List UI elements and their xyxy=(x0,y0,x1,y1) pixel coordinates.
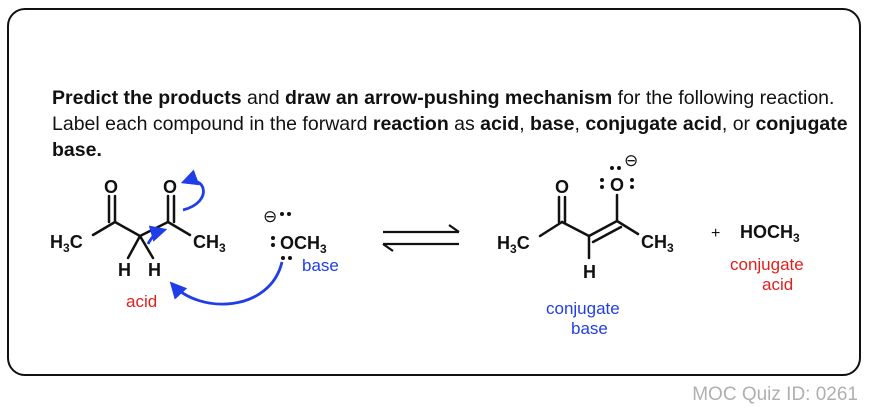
question-bold-segment: base xyxy=(530,113,575,135)
enolate-molecule: O O ⊖ H3C CH3 H conjugate base xyxy=(497,151,674,338)
question-text: Predict the products and draw an arrow-p… xyxy=(52,85,852,163)
methanol-molecule: HOCH3 conjugate acid xyxy=(730,222,804,294)
question-segment: , xyxy=(574,113,586,135)
reactant-hydrogen-2: H xyxy=(148,260,161,280)
enolate-bonds xyxy=(538,193,640,260)
reactant-ch3: CH3 xyxy=(193,232,226,255)
question-bold-segment: conjugate acid xyxy=(585,113,722,135)
question-segment: , xyxy=(519,113,531,135)
question-bold-segment: conjugate base. xyxy=(52,113,848,161)
base-lone-pairs xyxy=(271,212,292,260)
mechanism-arrows xyxy=(146,169,284,306)
conjugate-base-label-line1: conjugate xyxy=(546,299,620,318)
enolate-oxygen-2: O xyxy=(610,175,624,195)
reactant-molecule: O O H3C CH3 H H acid xyxy=(50,177,226,311)
base-charge: ⊖ xyxy=(263,207,277,226)
enolate-hydrogen: H xyxy=(583,262,596,282)
question-segment: and xyxy=(241,87,285,109)
base-molecule: ⊖ OCH3 base xyxy=(263,207,339,275)
reactant-oxygen-1: O xyxy=(104,177,118,197)
question-bold-segment: acid xyxy=(480,113,520,135)
conjugate-base-label-line2: base xyxy=(571,319,608,338)
enolate-ch3: CH3 xyxy=(641,232,674,255)
equilibrium-arrow xyxy=(382,224,460,252)
question-bold-segment: reaction xyxy=(372,113,449,135)
enolate-h3c: H3C xyxy=(497,233,530,256)
enolate-charge: ⊖ xyxy=(624,151,638,170)
conjugate-acid-label-line1: conjugate xyxy=(730,255,804,274)
question-bold-segment: Predict the products xyxy=(52,87,242,109)
methanol-formula: HOCH3 xyxy=(740,222,800,245)
co-to-oxygen-arrow xyxy=(180,169,205,212)
ch-to-cc-arrow xyxy=(146,225,168,245)
reactant-h3c: H3C xyxy=(50,232,83,255)
acid-label: acid xyxy=(126,292,157,311)
question-bold-segment: draw an arrow-pushing mechanism xyxy=(285,87,613,109)
enolate-oxygen-1: O xyxy=(555,177,569,197)
reactant-oxygen-2: O xyxy=(163,177,177,197)
base-label: base xyxy=(302,256,339,275)
question-segment: as xyxy=(448,113,481,135)
enolate-lone-pairs xyxy=(600,166,634,189)
base-formula: OCH3 xyxy=(280,233,327,256)
deprotonation-arrow xyxy=(169,261,284,306)
quiz-id: MOC Quiz ID: 0261 xyxy=(692,384,858,405)
conjugate-acid-label-line2: acid xyxy=(762,275,793,294)
reactant-hydrogen-1: H xyxy=(118,260,131,280)
plus-sign: + xyxy=(711,225,720,242)
question-card xyxy=(7,8,861,376)
question-segment: for the following reaction. Label each c… xyxy=(52,87,835,135)
reactant-bonds xyxy=(91,194,192,260)
question-segment: , or xyxy=(721,113,756,135)
